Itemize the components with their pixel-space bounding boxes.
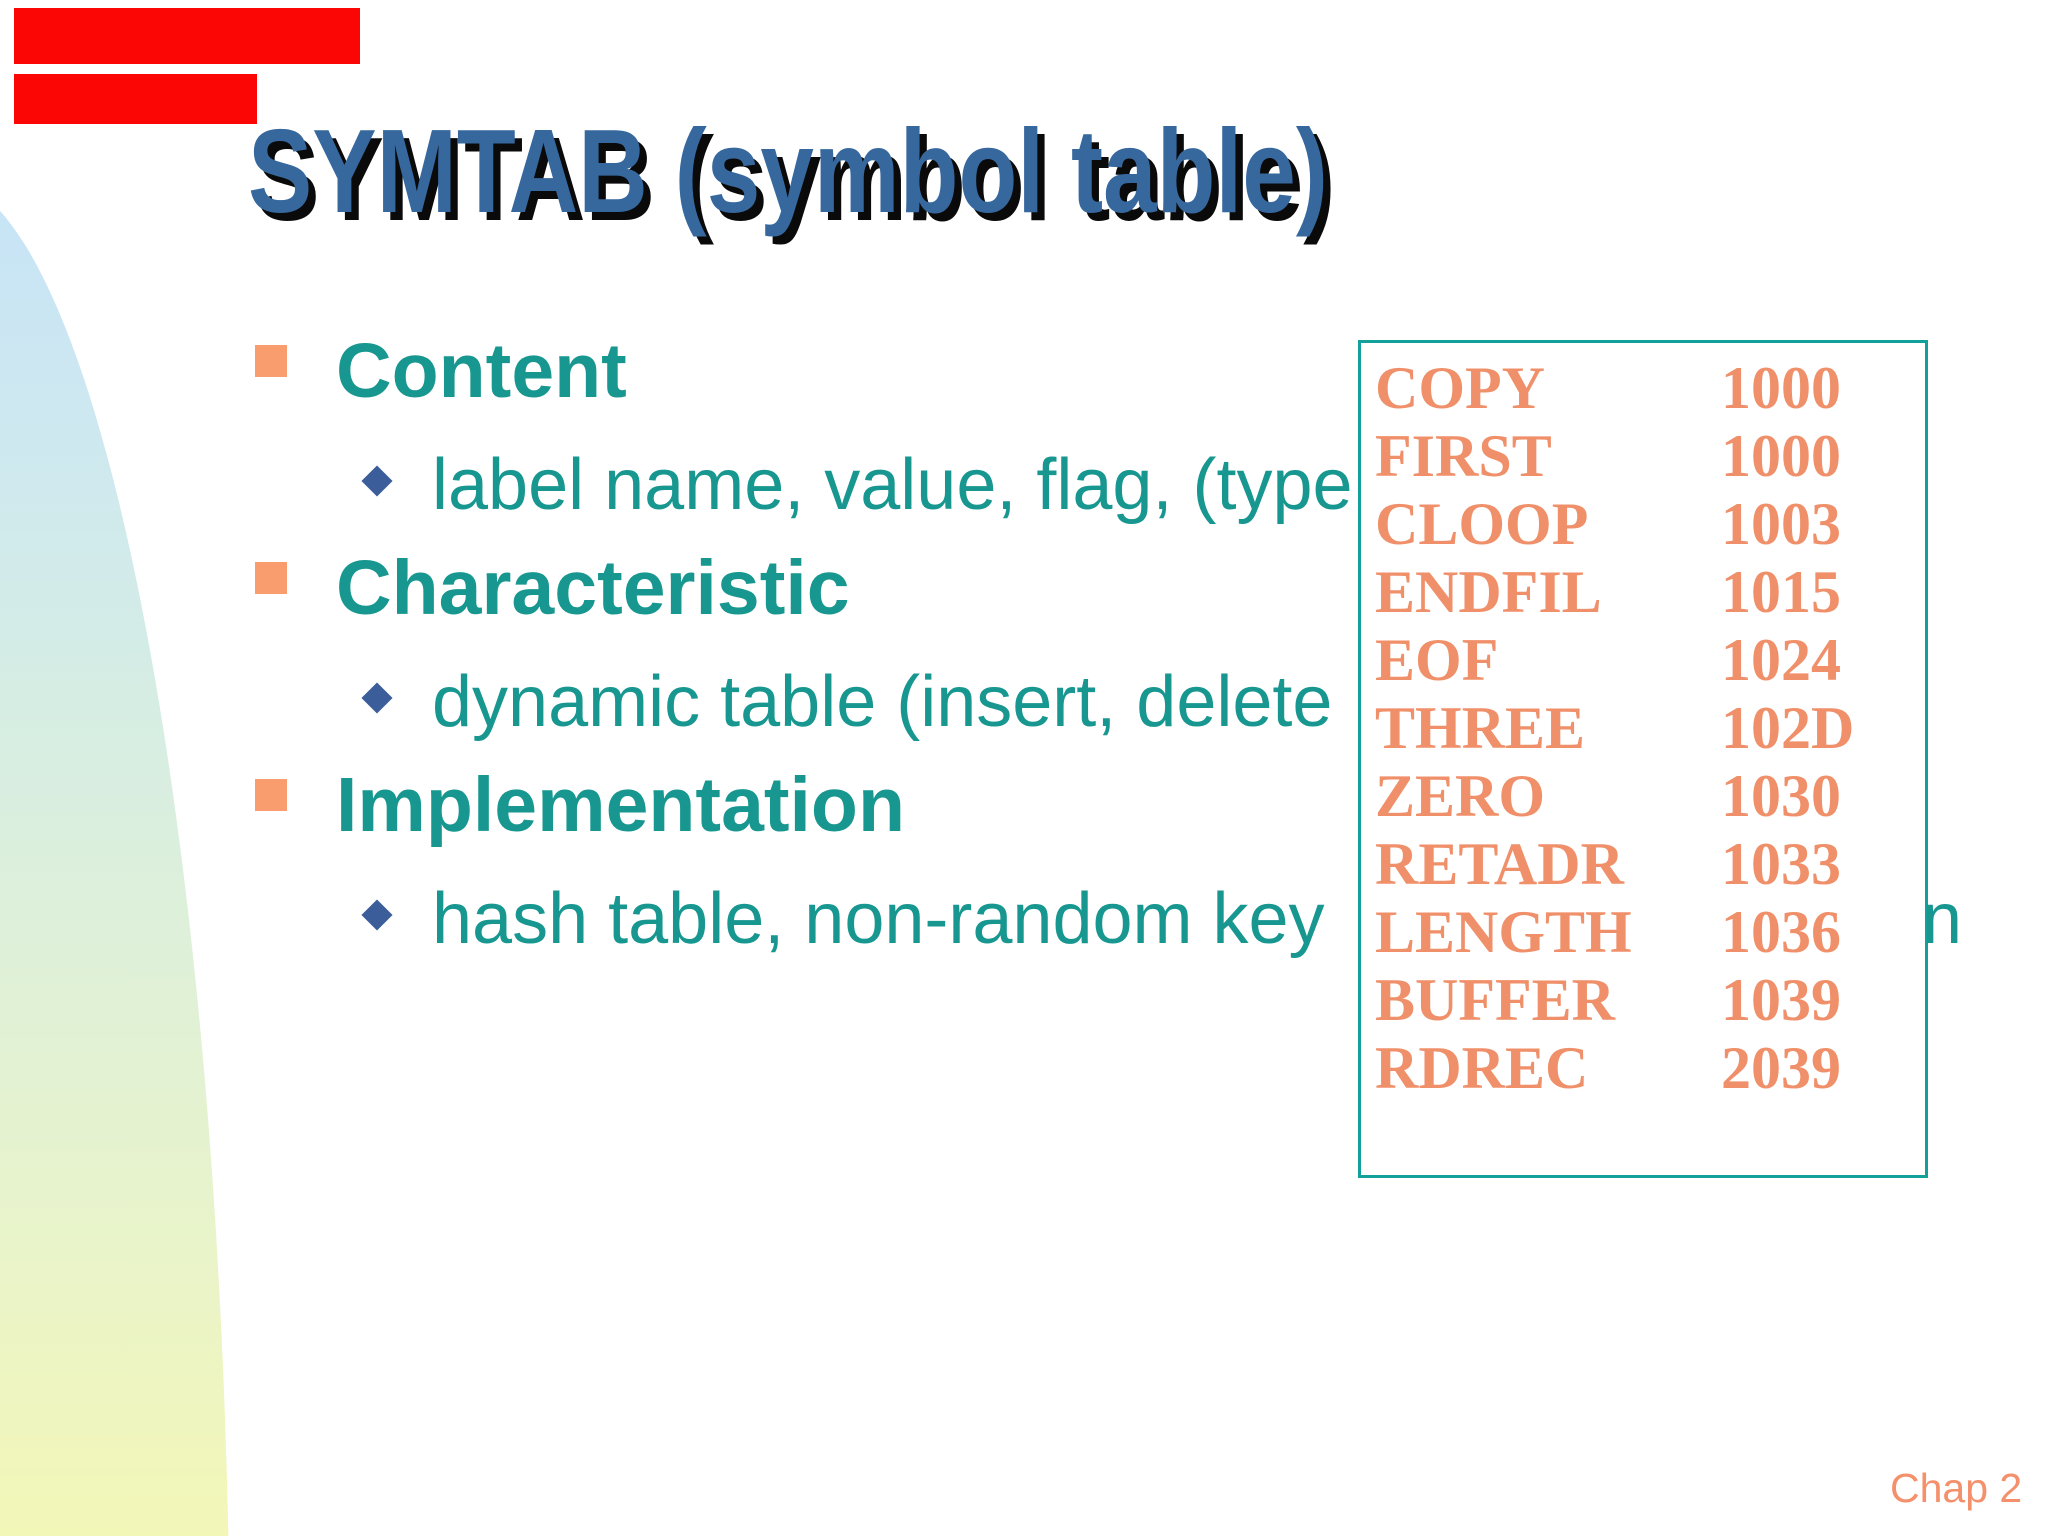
diamond-bullet-icon: [361, 682, 393, 714]
table-row: ENDFIL 1015: [1361, 558, 1925, 626]
symbol-name: ENDFIL: [1375, 559, 1602, 625]
subtext-implementation: hash table, non-random key: [432, 879, 1325, 959]
heading-content: Content: [336, 328, 627, 414]
page-title: SYMTAB (symbol table): [248, 105, 1329, 238]
table-row: RDREC 2039: [1361, 1034, 1925, 1102]
symbol-address: 1003: [1721, 491, 1841, 557]
table-row: LENGTH 1036: [1361, 898, 1925, 966]
red-marker-bar-top: [14, 8, 360, 64]
left-gradient-decoration: [0, 178, 230, 1536]
symbol-address: 102D: [1721, 695, 1855, 761]
table-row: RETADR 1033: [1361, 830, 1925, 898]
diamond-bullet-icon: [361, 899, 393, 931]
symbol-name: LENGTH: [1375, 899, 1632, 965]
chapter-label: Chap 2: [1890, 1465, 2023, 1511]
symbol-name: RDREC: [1375, 1035, 1589, 1101]
red-marker-bar-bottom: [14, 74, 257, 124]
diamond-bullet-icon: [361, 465, 393, 497]
symbol-address: 1039: [1721, 967, 1841, 1033]
table-row: COPY 1000: [1361, 354, 1925, 422]
symbol-address: 2039: [1721, 1035, 1841, 1101]
table-row: BUFFER 1039: [1361, 966, 1925, 1034]
table-row: FIRST 1000: [1361, 422, 1925, 490]
symbol-address: 1000: [1721, 355, 1841, 421]
symbol-name: RETADR: [1375, 831, 1624, 897]
heading-implementation: Implementation: [336, 762, 906, 848]
symbol-address: 1030: [1721, 763, 1841, 829]
table-row: CLOOP 1003: [1361, 490, 1925, 558]
bullet-square-icon: [255, 345, 287, 377]
symbol-name: BUFFER: [1375, 967, 1615, 1033]
bullet-square-icon: [255, 779, 287, 811]
subtext-characteristic: dynamic table (insert, delete: [432, 662, 1333, 742]
symbol-address: 1024: [1721, 627, 1841, 693]
symbol-address: 1000: [1721, 423, 1841, 489]
symbol-address: 1036: [1721, 899, 1841, 965]
bullet-square-icon: [255, 562, 287, 594]
symbol-name: ZERO: [1375, 763, 1546, 829]
symbol-name: COPY: [1375, 355, 1545, 421]
table-row: THREE 102D: [1361, 694, 1925, 762]
heading-characteristic: Characteristic: [336, 545, 850, 631]
symbol-address: 1033: [1721, 831, 1841, 897]
symbol-name: EOF: [1375, 627, 1499, 693]
symbol-address: 1015: [1721, 559, 1841, 625]
symbol-name: FIRST: [1375, 423, 1552, 489]
table-row: EOF 1024: [1361, 626, 1925, 694]
symbol-name: CLOOP: [1375, 491, 1589, 557]
symbol-name: THREE: [1375, 695, 1586, 761]
table-row: ZERO 1030: [1361, 762, 1925, 830]
subtext-content: label name, value, flag, (type: [432, 445, 1353, 525]
clipped-text-fragment: n: [1922, 879, 1963, 959]
